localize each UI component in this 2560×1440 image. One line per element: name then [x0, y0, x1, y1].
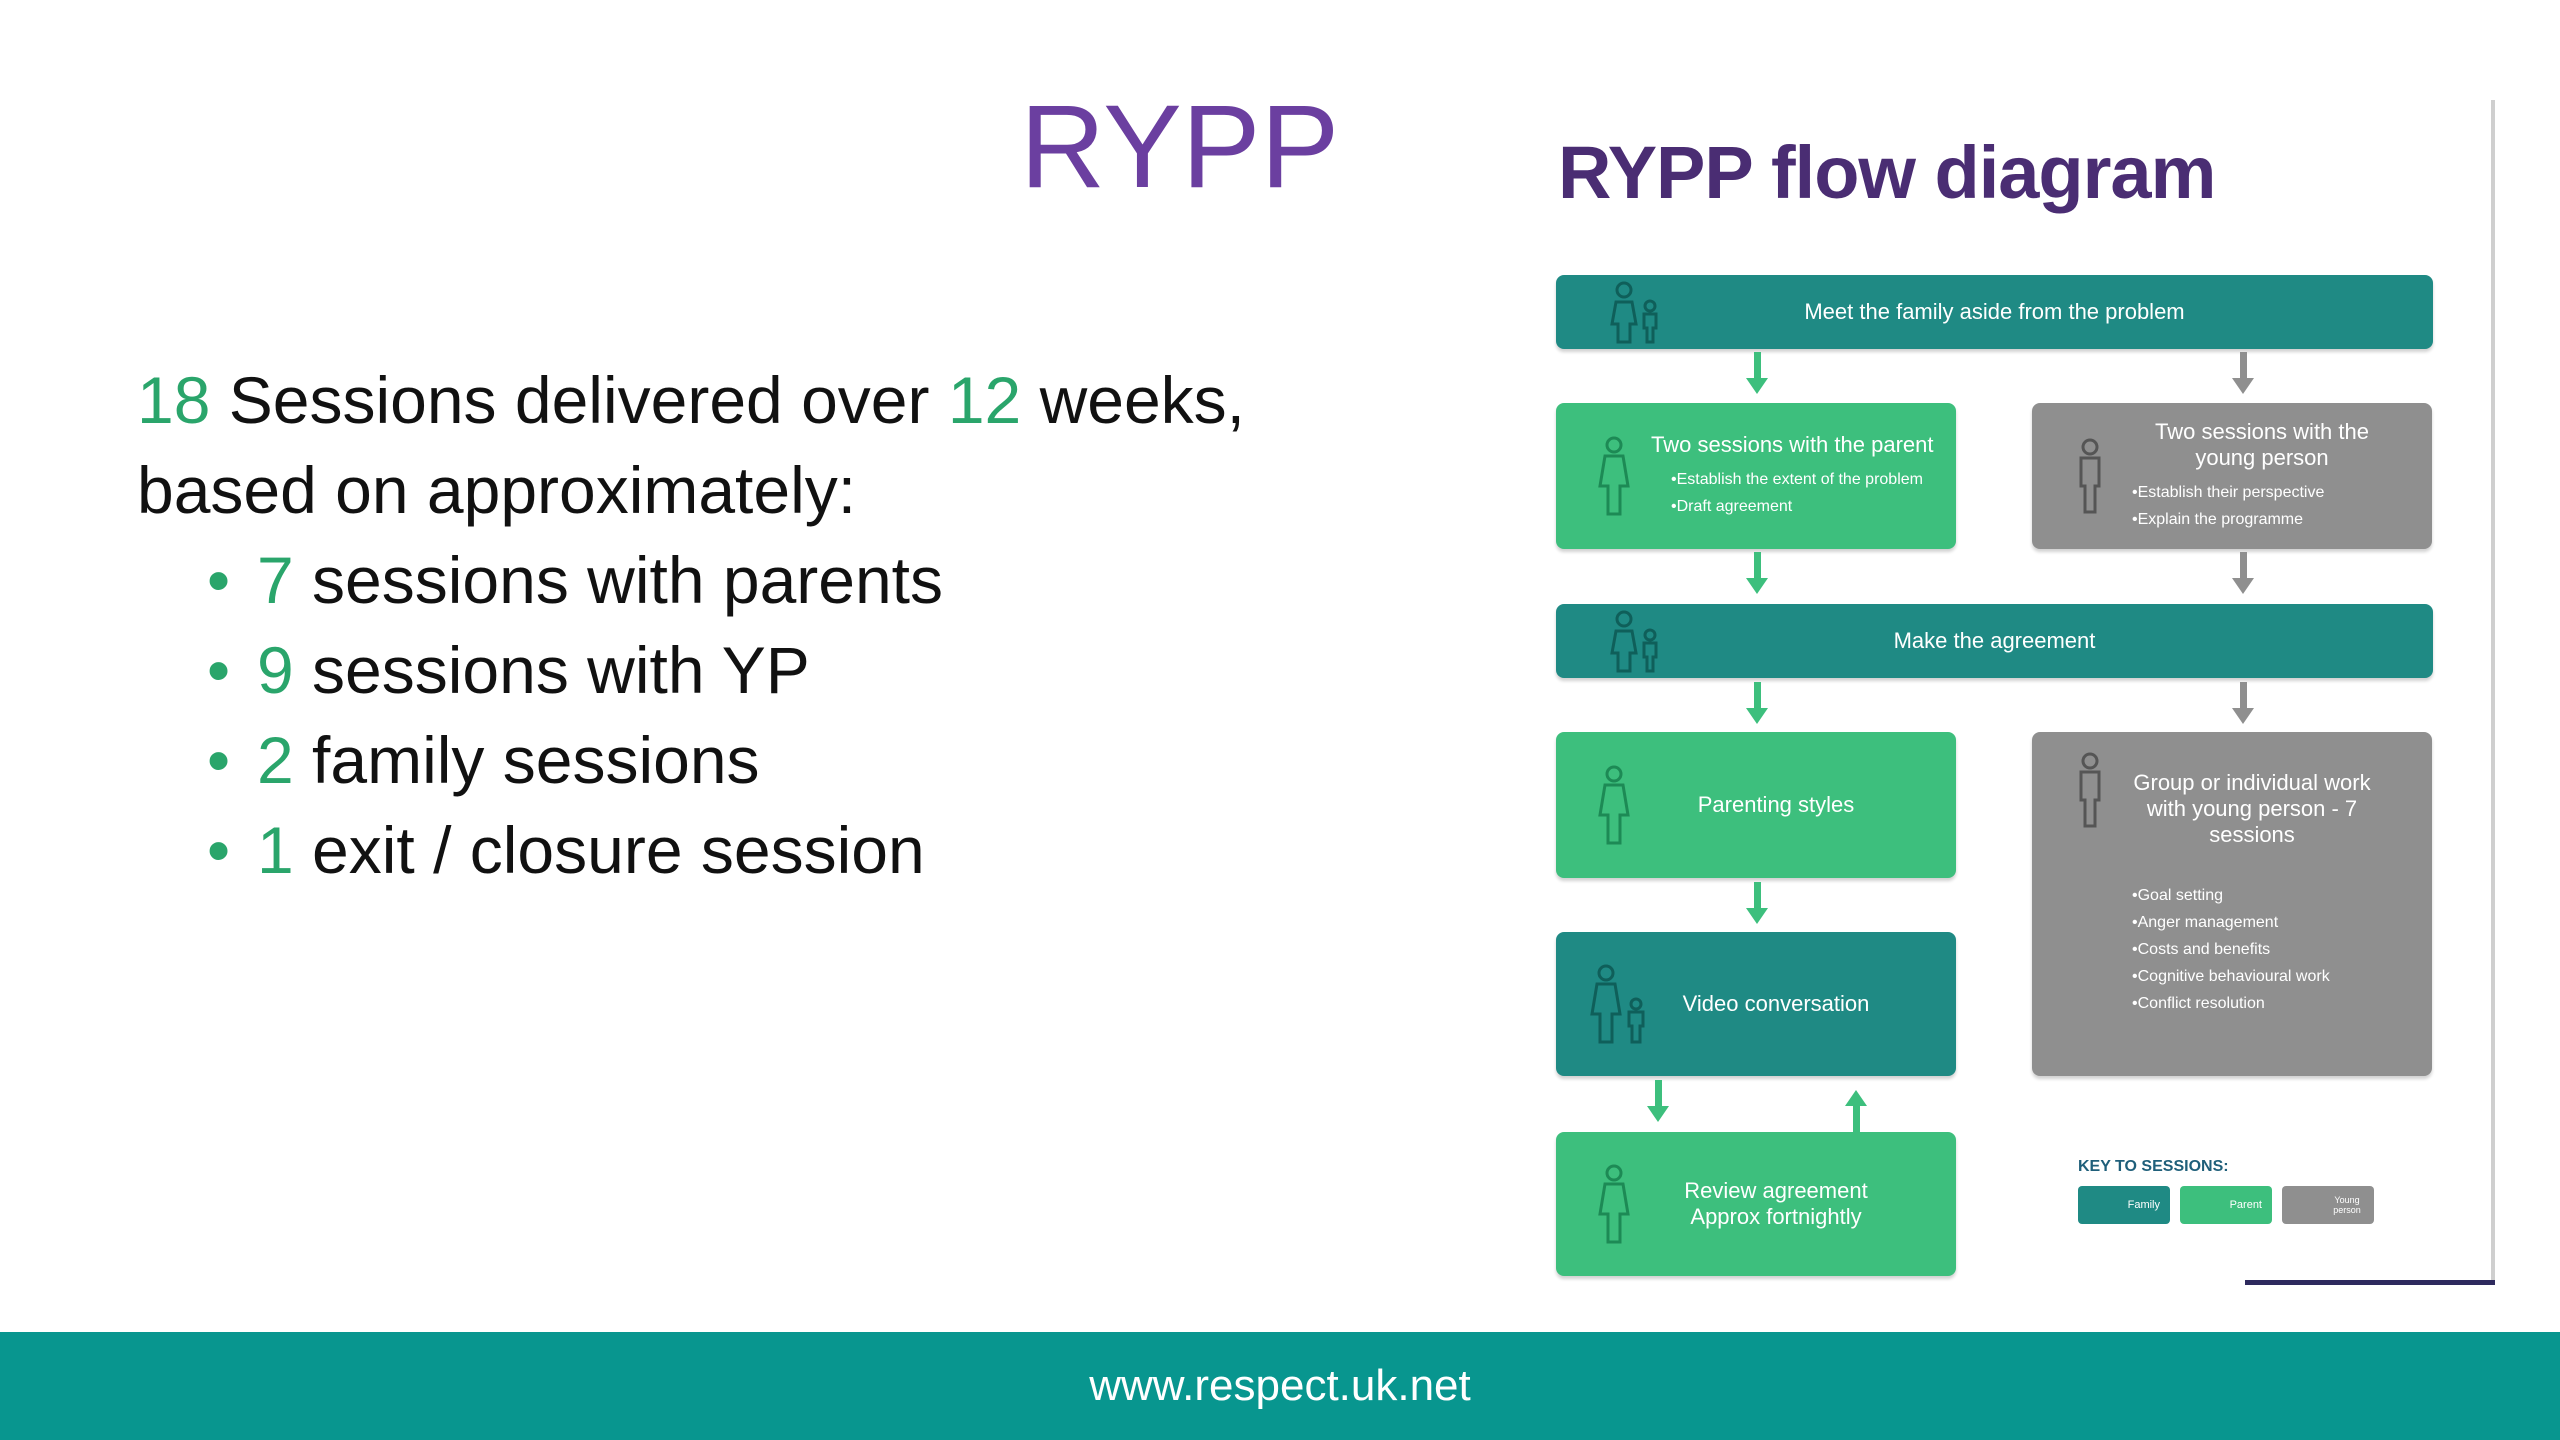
diagram-title: RYPP flow diagram: [1558, 131, 2216, 214]
list-item: Conflict resolution: [2132, 990, 2382, 1017]
young-person-icon: [2079, 438, 2101, 514]
panel-border: [2491, 100, 2495, 1280]
list-item: Goal setting: [2132, 882, 2382, 909]
group-work-content: Group or individual work with young pers…: [2122, 770, 2382, 1017]
video-conversation-label: Video conversation: [1682, 991, 1870, 1016]
bullet-text: sessions with parents: [293, 543, 944, 617]
review-agreement-label: Review agreement Approx fortnightly: [1684, 1178, 1867, 1230]
footer-url: www.respect.uk.net: [1089, 1361, 1471, 1410]
bullet-number: 2: [257, 723, 294, 797]
parent-icon: [1598, 436, 1630, 516]
meet-family-label: Meet the family aside from the problem: [1804, 299, 2185, 324]
key-family-label: Family: [2127, 1199, 2160, 1211]
arrow-down-icon: [1746, 682, 1768, 726]
group-work-title: Group or individual work with young pers…: [2133, 770, 2371, 847]
bullet-number: 9: [257, 633, 294, 707]
summary-text-2: weeks,: [1021, 363, 1245, 437]
bullet-text: exit / closure session: [293, 813, 925, 887]
group-work-box: Group or individual work with young pers…: [2032, 732, 2432, 1076]
slide-title: RYPP: [1020, 81, 1340, 213]
list-item: • 1 exit / closure session: [137, 805, 1397, 895]
key-family: Family: [2078, 1186, 2170, 1224]
young-person-sessions-content: Two sessions with the young person Estab…: [2132, 419, 2392, 533]
arrow-down-icon: [2232, 352, 2254, 396]
summary-line-1: 18 Sessions delivered over 12 weeks,: [137, 355, 1397, 445]
bullet-dot-icon: •: [207, 633, 231, 707]
review-agreement-box: Review agreement Approx fortnightly: [1556, 1132, 1956, 1276]
bullet-dot-icon: •: [207, 813, 231, 887]
group-work-list: Goal setting Anger management Costs and …: [2132, 882, 2382, 1017]
parenting-styles-label: Parenting styles: [1697, 792, 1855, 817]
list-item: • 2 family sessions: [137, 715, 1397, 805]
make-agreement-label: Make the agreement: [1893, 628, 2096, 653]
video-conversation-box: Video conversation: [1556, 932, 1956, 1076]
list-item: Explain the programme: [2132, 506, 2392, 533]
summary-text-1: Sessions delivered over: [210, 363, 948, 437]
bullet-number: 7: [257, 543, 294, 617]
key-parent: Parent: [2180, 1186, 2272, 1224]
list-item: Establish the extent of the problem: [1671, 466, 1933, 493]
parent-icon: [1598, 765, 1630, 845]
list-item: • 9 sessions with YP: [137, 625, 1397, 715]
panel-accent-line: [2245, 1280, 2495, 1285]
arrow-down-icon: [1746, 552, 1768, 596]
young-person-icon: [2079, 752, 2101, 828]
young-person-sessions-title: Two sessions with the young person: [2155, 419, 2369, 470]
bullet-dot-icon: •: [207, 723, 231, 797]
arrow-down-icon: [1746, 882, 1768, 926]
review-line-1: Review agreement: [1684, 1178, 1868, 1203]
footer-bar: www.respect.uk.net: [0, 1332, 2560, 1440]
key-parent-label: Parent: [2229, 1199, 2262, 1211]
bullet-dot-icon: •: [207, 543, 231, 617]
flow-diagram: RYPP flow diagram Meet the family aside …: [1540, 100, 2495, 1285]
parent-sessions-content: Two sessions with the parent Establish t…: [1651, 432, 1933, 520]
total-sessions-number: 18: [137, 363, 211, 437]
parent-icon: [1598, 1164, 1630, 1244]
family-icon: [1610, 281, 1658, 344]
parenting-styles-box: Parenting styles: [1556, 732, 1956, 878]
list-item: Draft agreement: [1671, 493, 1933, 520]
list-item: • 7 sessions with parents: [137, 535, 1397, 625]
parent-sessions-title: Two sessions with the parent: [1651, 432, 1934, 457]
bullet-number: 1: [257, 813, 294, 887]
bullet-text: sessions with YP: [293, 633, 810, 707]
family-icon: [1610, 610, 1658, 673]
session-breakdown-list: • 7 sessions with parents • 9 sessions wit…: [137, 535, 1397, 895]
young-person-sessions-list: Establish their perspective Explain the …: [2132, 479, 2392, 533]
arrow-down-icon: [2232, 552, 2254, 596]
bullet-text: family sessions: [293, 723, 760, 797]
list-item: Establish their perspective: [2132, 479, 2392, 506]
arrow-down-icon: [1647, 1080, 1669, 1124]
list-item: Costs and benefits: [2132, 936, 2382, 963]
key-young-person: Young person: [2282, 1186, 2374, 1224]
review-line-2: Approx fortnightly: [1690, 1204, 1862, 1229]
key-title: KEY TO SESSIONS:: [2078, 1158, 2229, 1175]
arrow-down-icon: [2232, 682, 2254, 726]
weeks-number: 12: [947, 363, 1022, 437]
parent-sessions-list: Establish the extent of the problem Draf…: [1671, 466, 1933, 520]
session-summary: 18 Sessions delivered over 12 weeks, bas…: [137, 355, 1397, 895]
meet-family-box: Meet the family aside from the problem: [1556, 275, 2433, 349]
family-icon: [1590, 964, 1645, 1044]
key-young-person-label: Young person: [2333, 1195, 2361, 1215]
make-agreement-box: Make the agreement: [1556, 604, 2433, 678]
list-item: Cognitive behavioural work: [2132, 963, 2382, 990]
list-item: Anger management: [2132, 909, 2382, 936]
parent-sessions-box: Two sessions with the parent Establish t…: [1556, 403, 1956, 549]
arrow-down-icon: [1746, 352, 1768, 396]
young-person-sessions-box: Two sessions with the young person Estab…: [2032, 403, 2432, 549]
summary-line-2: based on approximately:: [137, 453, 857, 527]
arrow-up-icon: [1845, 1090, 1867, 1134]
